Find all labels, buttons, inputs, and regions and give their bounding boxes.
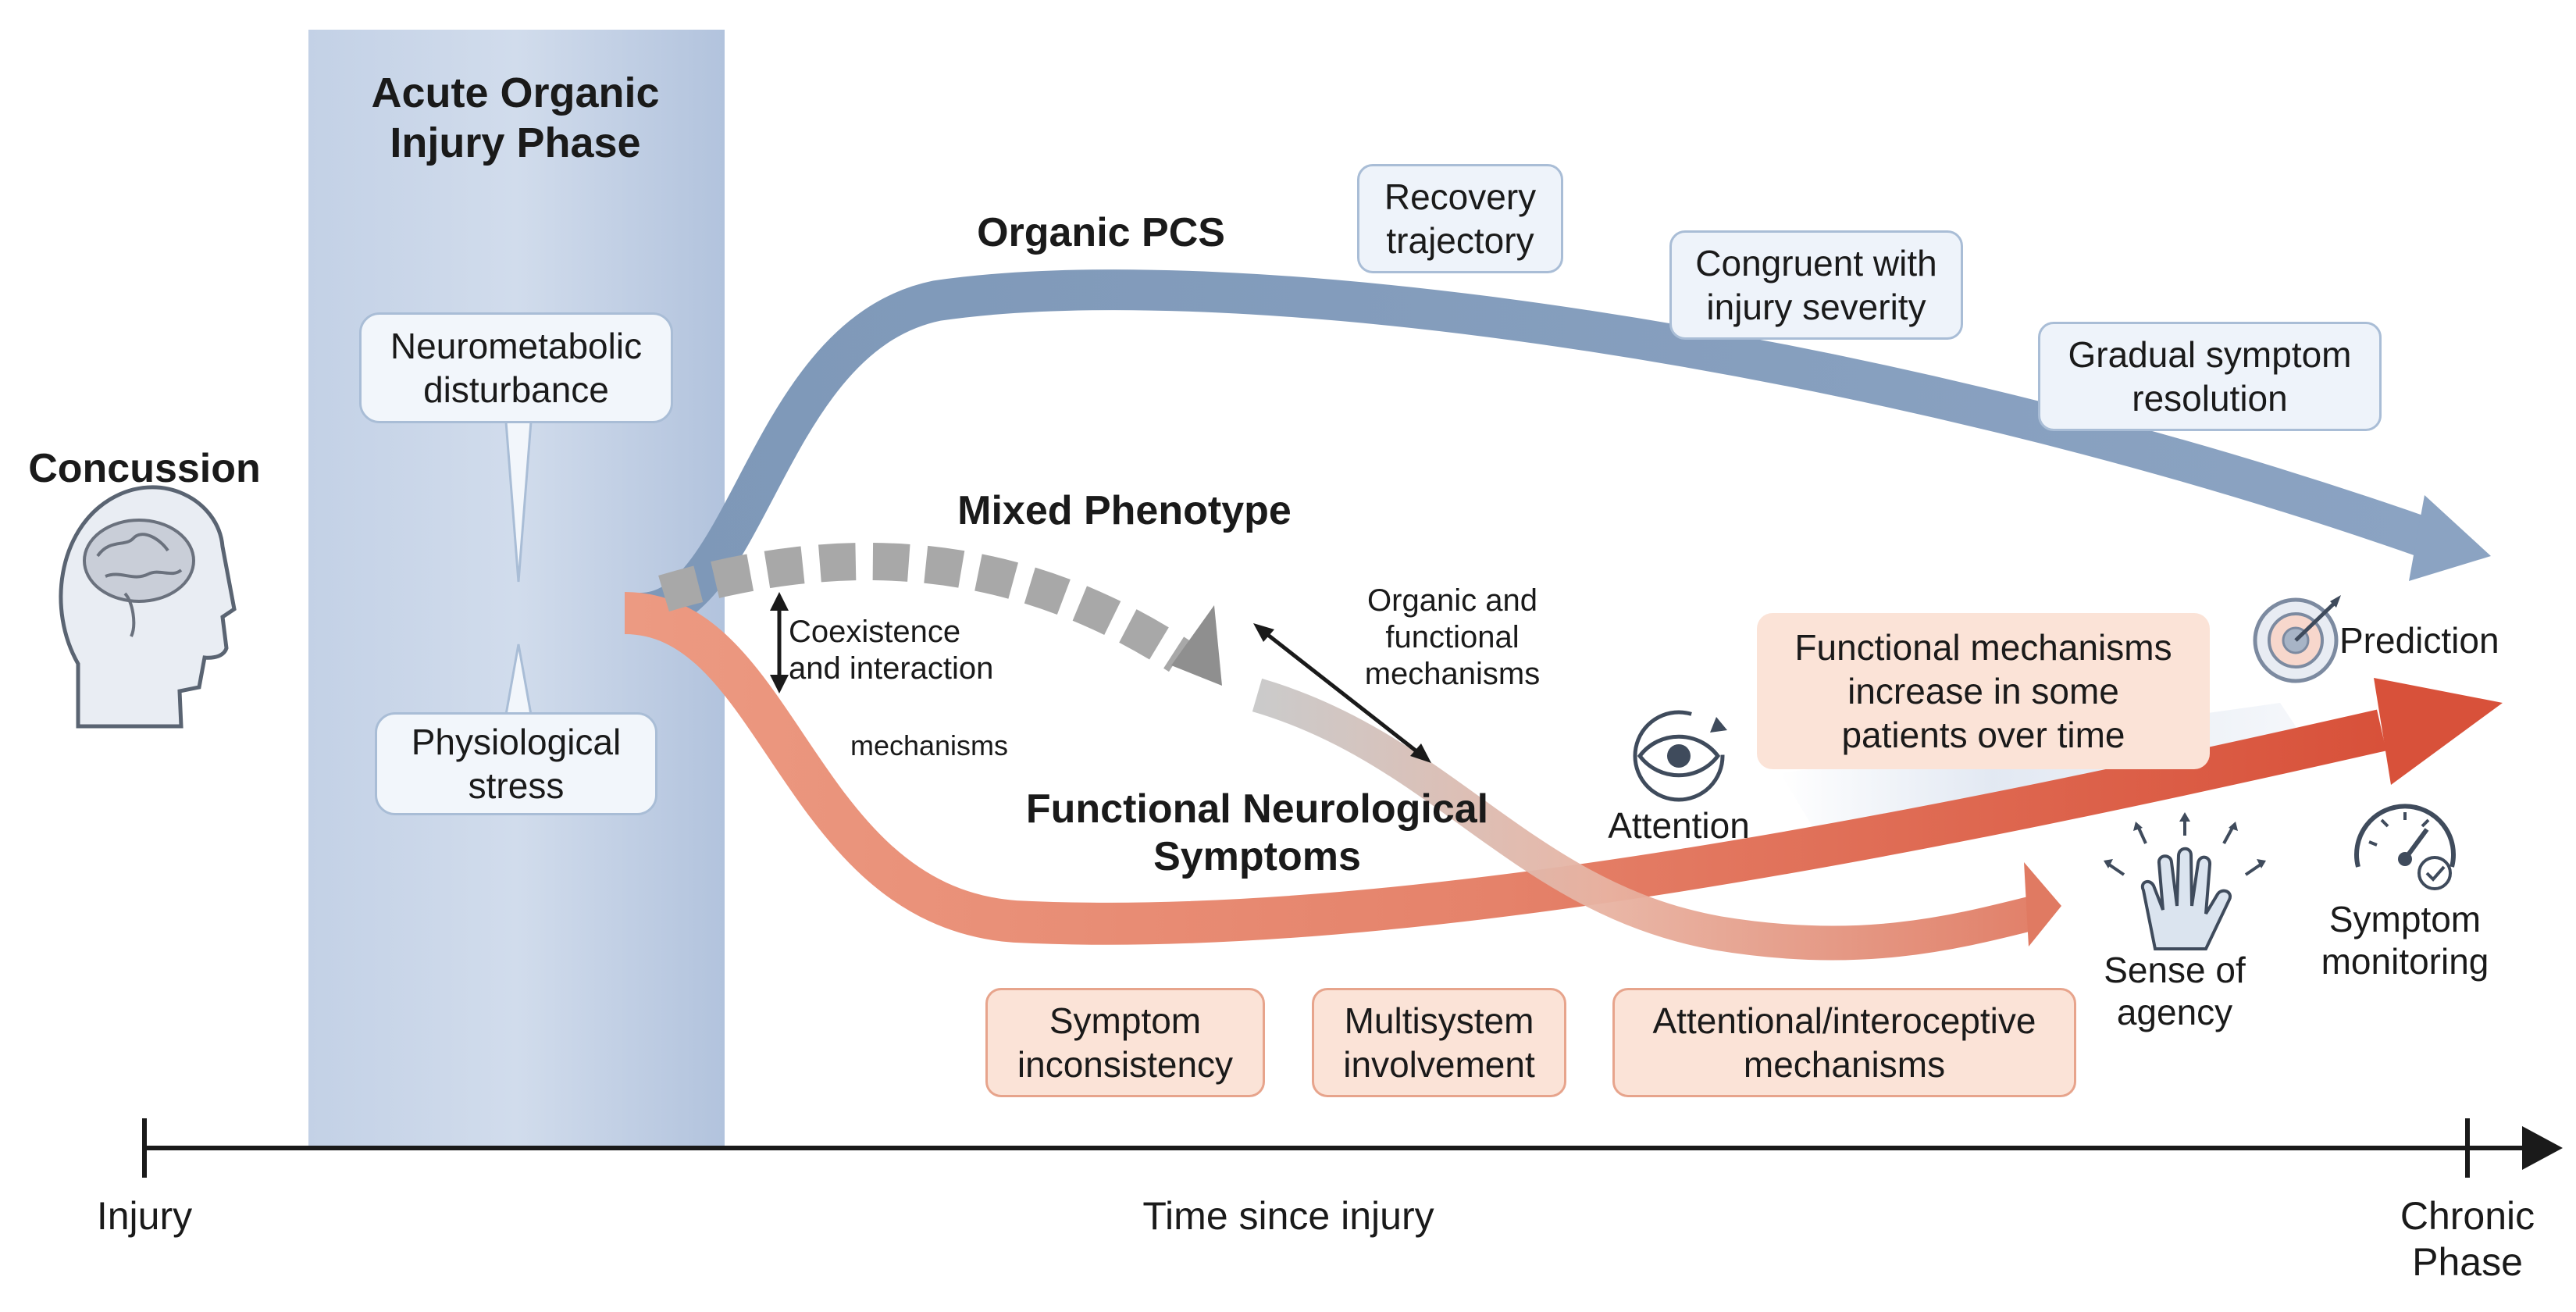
eye-icon: [1633, 710, 1727, 802]
timeline-axis-label: Time since injury: [1142, 1194, 1434, 1238]
mixed-tail-arrow-head: [2024, 862, 2061, 947]
gradual-resolution-line1: Gradual symptom: [2068, 333, 2352, 375]
mixed-tail-arrow: [1252, 678, 2035, 961]
agency-label: Sense of agency: [2069, 949, 2280, 1034]
physiological-line1: Physiological: [411, 721, 622, 762]
organic-functional-label: Organic and functional mechanisms: [1335, 583, 1569, 693]
functional-title-line1: Functional Neurological: [1025, 786, 1489, 832]
concussion-label: Concussion: [28, 446, 261, 491]
congruent-severity-line1: Congruent with: [1695, 242, 1937, 283]
timeline-arrow-head: [2522, 1126, 2563, 1170]
head-brain-icon: [59, 485, 237, 729]
recovery-trajectory-box: Recovery trajectory: [1357, 164, 1563, 273]
attentional-interoceptive-box: Attentional/interoceptive mechanisms: [1612, 988, 2076, 1097]
attentional-interoceptive-line2: mechanisms: [1743, 1044, 1946, 1085]
neurometabolic-line1: Neurometabolic: [390, 325, 643, 366]
physiological-line2: stress: [468, 765, 565, 806]
timeline-end-label: Chronic Phase: [2358, 1193, 2576, 1285]
target-icon: [2253, 595, 2341, 683]
increase-note-line2: increase in some: [1847, 670, 2119, 711]
monitoring-label-line1: Symptom: [2328, 899, 2482, 939]
organic-pcs-title: Organic PCS: [977, 210, 1225, 255]
increase-note-line3: patients over time: [1841, 715, 2125, 756]
mixed-pathway-arrow: [658, 543, 1190, 672]
timeline-start-label: Injury: [96, 1194, 193, 1238]
timeline-end-line2: Phase: [2412, 1240, 2523, 1284]
multisystem-involvement-line2: involvement: [1343, 1044, 1535, 1085]
gradual-resolution-box: Gradual symptom resolution: [2038, 322, 2382, 431]
symptom-inconsistency-line1: Symptom: [1049, 1000, 1202, 1041]
attentional-interoceptive-line1: Attentional/interoceptive: [1652, 1000, 2036, 1041]
coexistence-mechanisms: mechanisms: [850, 729, 1009, 761]
gauge-icon: [2354, 804, 2456, 890]
acute-phase-band: [308, 30, 725, 1148]
monitoring-label-line2: monitoring: [2321, 941, 2489, 982]
hand-icon: [2104, 812, 2266, 950]
agency-label-line2: agency: [2116, 992, 2233, 1033]
acute-phase-title-line1: Acute Organic: [371, 70, 660, 116]
multisystem-involvement-box: Multisystem involvement: [1312, 988, 1566, 1097]
organic-functional-line3: mechanisms: [1364, 657, 1541, 692]
timeline-end-line1: Chronic: [2400, 1194, 2535, 1238]
recovery-trajectory-line1: Recovery: [1384, 176, 1537, 217]
functional-pathway-arrow: [623, 592, 2386, 945]
coexistence-line2: and interaction: [789, 651, 994, 686]
symptom-inconsistency-box: Symptom inconsistency: [985, 988, 1265, 1097]
coexistence-label: Coexistence and interaction: [789, 614, 1046, 687]
functional-title-line2: Symptoms: [1153, 834, 1361, 880]
neurometabolic-line2: disturbance: [423, 369, 609, 410]
mixed-arrow-head: [1171, 605, 1222, 686]
organic-functional-line1: Organic and: [1367, 583, 1537, 618]
acute-phase-title-line2: Injury Phase: [390, 119, 641, 166]
multisystem-involvement-line1: Multisystem: [1344, 1000, 1534, 1041]
organic-functional-double-arrow: [1263, 631, 1421, 755]
functional-increase-note: Functional mechanisms increase in some p…: [1757, 613, 2210, 769]
organic-functional-line2: functional: [1385, 620, 1520, 655]
gradual-resolution-line2: resolution: [2132, 378, 2288, 419]
functional-symptoms-title: Functional Neurological Symptoms: [984, 786, 1530, 882]
coexistence-line1: Coexistence: [789, 615, 961, 649]
monitoring-label: Symptom monitoring: [2288, 898, 2522, 983]
acute-phase-title: Acute Organic Injury Phase: [344, 69, 687, 168]
increase-note-line1: Functional mechanisms: [1794, 626, 2172, 668]
recovery-trajectory-line2: trajectory: [1386, 220, 1534, 261]
prediction-label: Prediction: [2339, 620, 2499, 661]
neurometabolic-bubble: Neurometabolic disturbance: [359, 312, 673, 423]
mixed-phenotype-title: Mixed Phenotype: [957, 488, 1292, 533]
agency-label-line1: Sense of: [2104, 950, 2246, 990]
congruent-severity-line2: injury severity: [1706, 287, 1926, 327]
organic-pathway-arrow: [638, 269, 2435, 633]
attention-label: Attention: [1608, 805, 1750, 846]
organic-arrow-head: [2409, 495, 2491, 581]
physiological-bubble: Physiological stress: [375, 712, 657, 815]
functional-arrow-head: [2374, 678, 2503, 785]
congruent-severity-box: Congruent with injury severity: [1669, 230, 1963, 340]
symptom-inconsistency-line2: inconsistency: [1017, 1044, 1234, 1085]
